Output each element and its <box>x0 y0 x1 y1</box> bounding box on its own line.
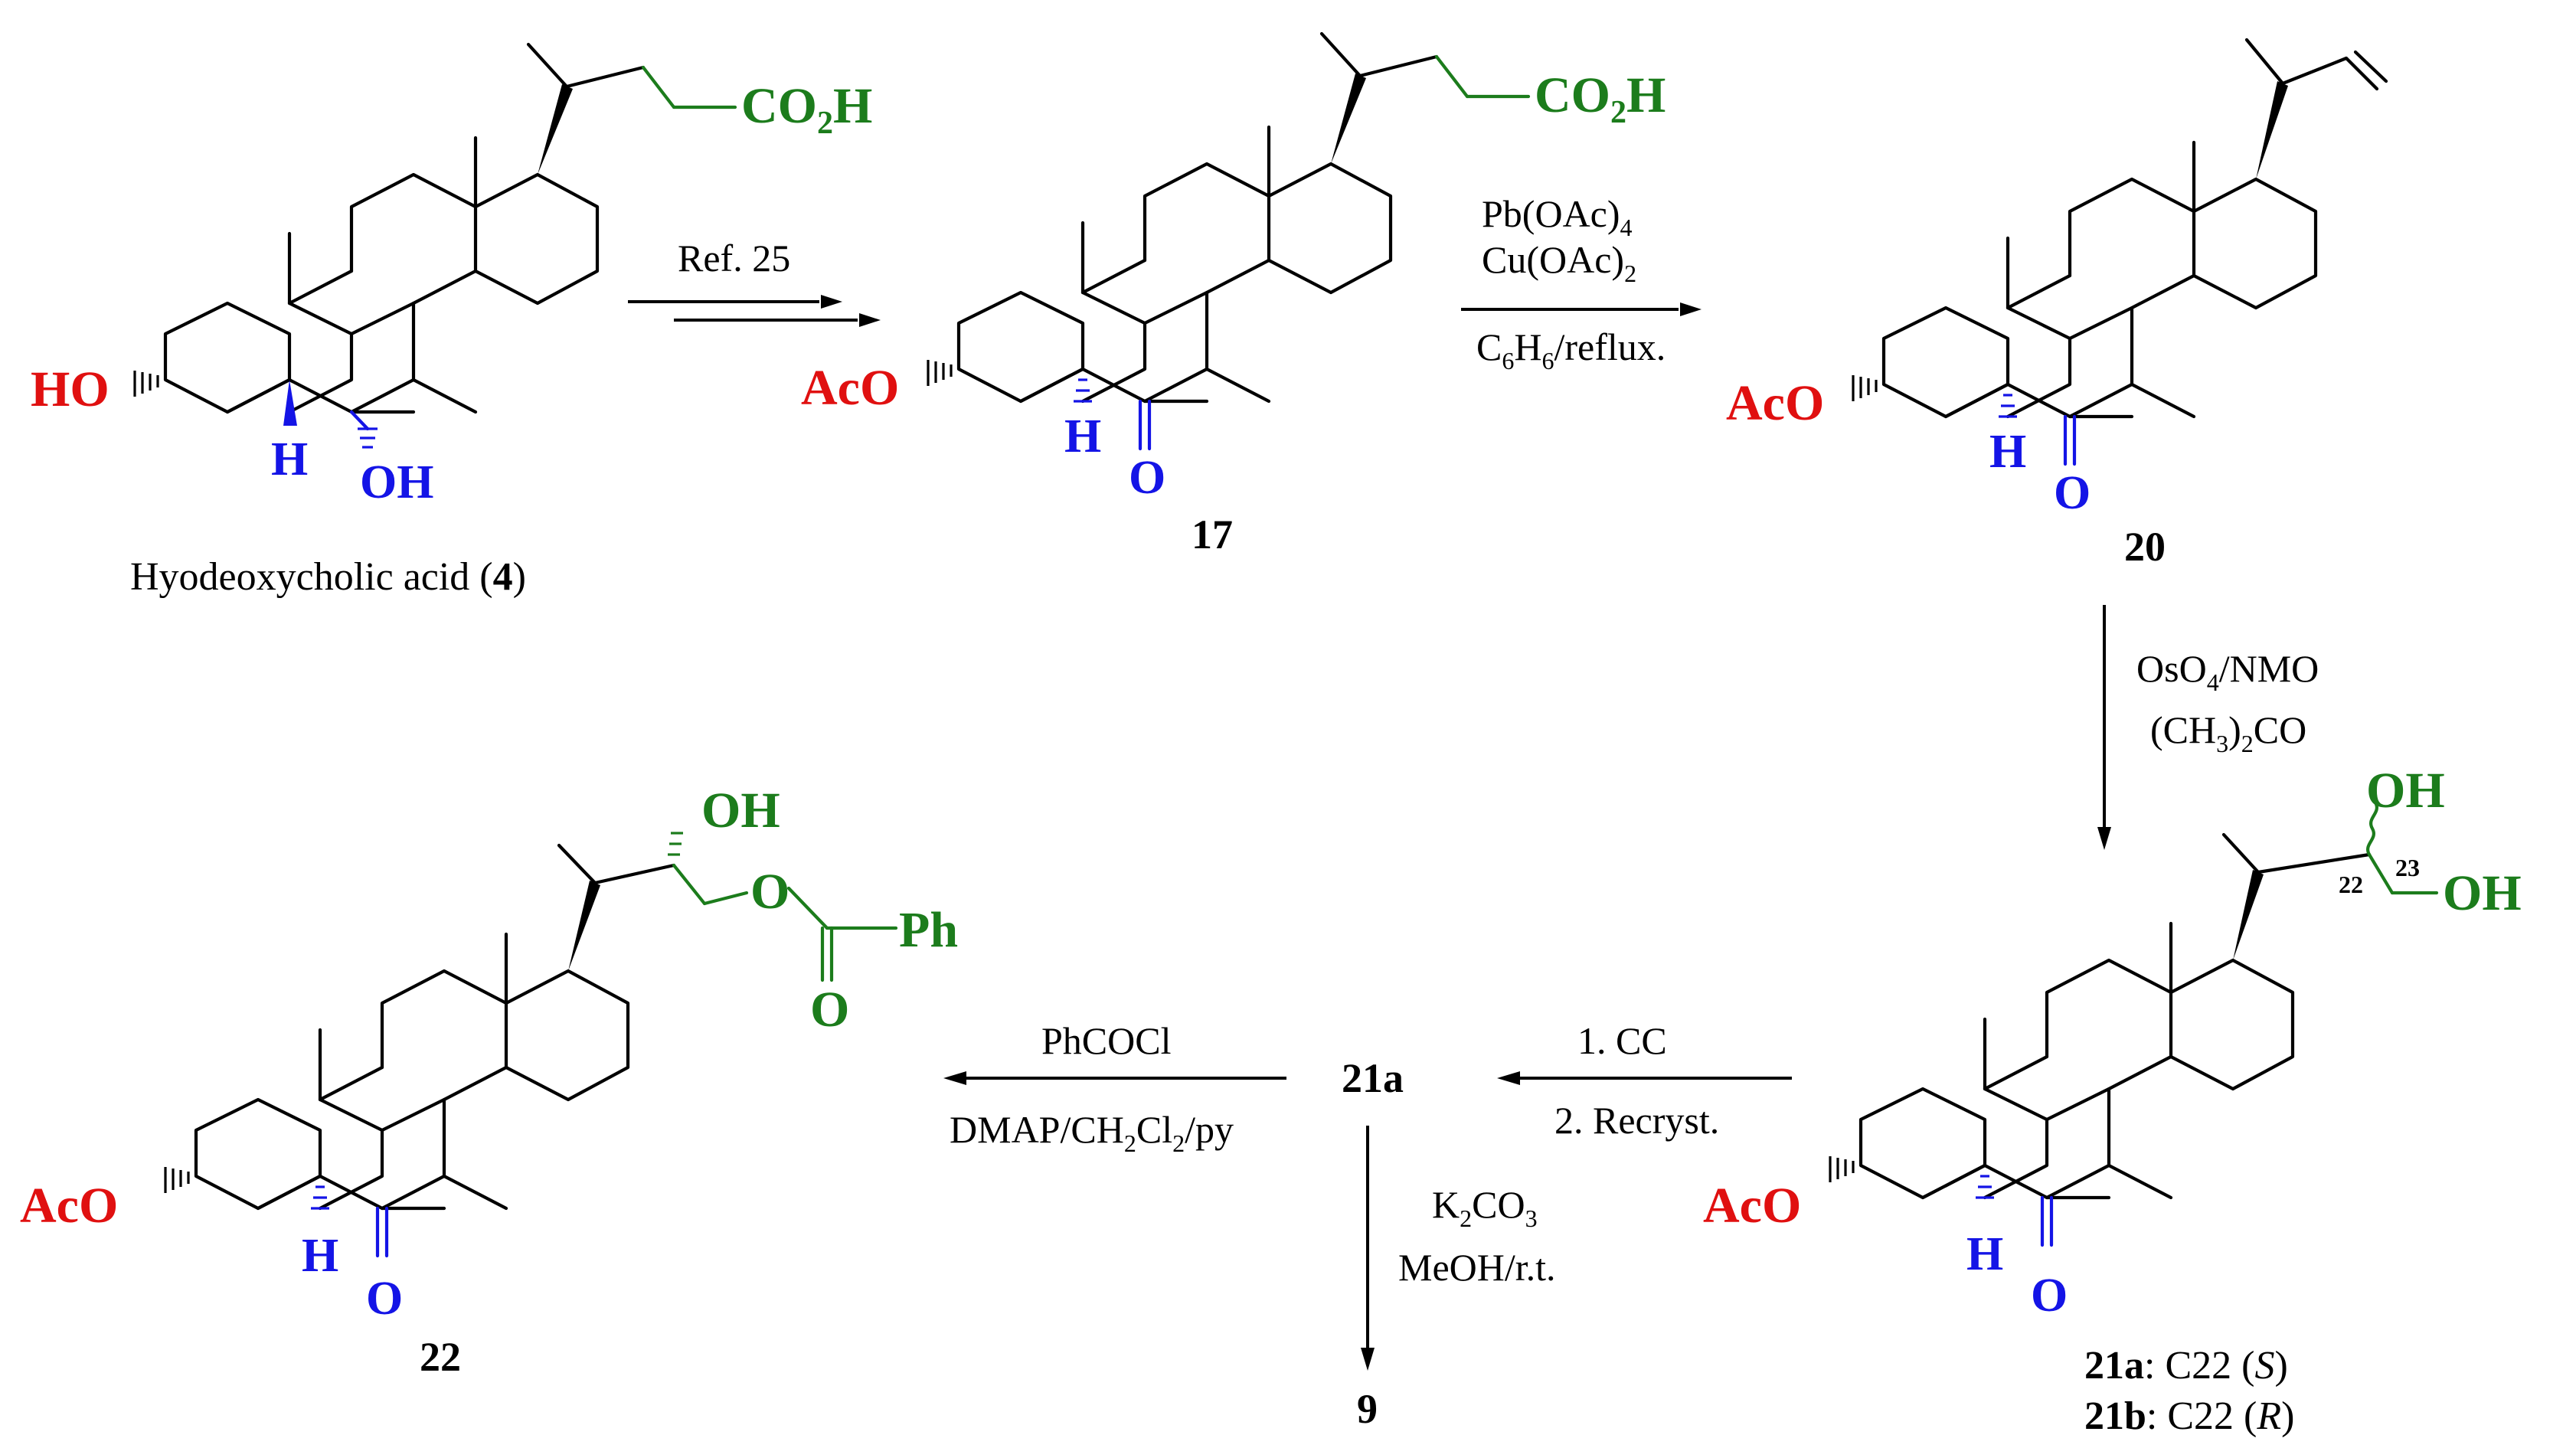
step6-line2: MeOH/r.t. <box>1398 1246 1556 1289</box>
compound-22: AcO H O OH O Ph O 22 <box>20 783 958 1380</box>
c20-h-label: H <box>1989 426 2026 478</box>
c21a-mid-number: 21a <box>1342 1055 1404 1101</box>
step1-label: Ref. 25 <box>678 237 790 279</box>
c9-number: 9 <box>1357 1386 1378 1432</box>
step4-line2: 2. Recryst. <box>1554 1099 1719 1142</box>
c21a-legend: 21a: C22 (S) <box>2084 1344 2288 1388</box>
c21-h-label: H <box>1966 1228 2003 1280</box>
hdca-caption: Hyodeoxycholic acid (4) <box>130 555 526 599</box>
reaction-arrow-step6: K2CO3 MeOH/r.t. <box>1361 1126 1556 1371</box>
c22-h-label: H <box>302 1230 338 1282</box>
hdca-ho-label: HO <box>31 361 110 417</box>
c21b-legend: 21b: C22 (R) <box>2084 1394 2294 1438</box>
c21-oh-right-label: OH <box>2443 865 2522 921</box>
c21-pos23: 23 <box>2395 854 2420 881</box>
step5-line1: PhCOCl <box>1041 1019 1172 1062</box>
c22-carbonyl-o-label: O <box>810 982 849 1038</box>
hdca-h-label: H <box>271 433 308 485</box>
c17-h-label: H <box>1064 410 1101 463</box>
c22-oh-label: OH <box>701 783 780 838</box>
c20-aco-label: AcO <box>1726 375 1824 431</box>
step3-line1: OsO4/NMO <box>2136 647 2319 696</box>
reaction-arrow-step4: 1. CC 2. Recryst. <box>1497 1019 1792 1142</box>
reaction-arrow-step2: Pb(OAc)4 Cu(OAc)2 C6H6/reflux. <box>1461 192 1702 374</box>
compound-21: AcO H O OH OH 22 23 <box>1703 763 2522 1322</box>
compound-20: AcO H O 20 <box>1726 38 2388 570</box>
c21-oh-top-label: OH <box>2366 763 2445 819</box>
c21-o-label: O <box>2031 1270 2068 1322</box>
reaction-arrow-step1: Ref. 25 <box>628 237 881 327</box>
step4-line1: 1. CC <box>1577 1019 1667 1062</box>
c21-pos22: 22 <box>2339 871 2363 898</box>
c17-number: 17 <box>1192 512 1233 557</box>
compound-17: AcO H O CO2H 17 <box>801 31 1666 557</box>
c20-number: 20 <box>2124 524 2166 570</box>
step2-line3: C6H6/reflux. <box>1476 325 1666 374</box>
step5-line2: DMAP/CH2Cl2/py <box>950 1108 1234 1157</box>
step3-line2: (CH3)2CO <box>2150 708 2306 757</box>
c22-ph-label: Ph <box>899 902 958 958</box>
reaction-arrow-step5: PhCOCl DMAP/CH2Cl2/py <box>943 1019 1286 1157</box>
step2-line2: Cu(OAc)2 <box>1482 238 1636 287</box>
c20-o-label: O <box>2054 467 2091 519</box>
hdca-carboxyl-label: CO2H <box>741 78 872 141</box>
c21-aco-label: AcO <box>1703 1178 1801 1234</box>
c22-number: 22 <box>420 1334 461 1380</box>
c22-ester-o-label: O <box>750 864 789 920</box>
c17-o-label: O <box>1129 452 1165 504</box>
step6-line1: K2CO3 <box>1432 1183 1538 1232</box>
reaction-arrow-step3: OsO4/NMO (CH3)2CO <box>2097 605 2319 850</box>
c17-aco-label: AcO <box>801 360 899 416</box>
compound-hyodeoxycholic-acid: HO H OH CO2H Hyodeoxycholic acid (4) <box>31 42 872 599</box>
c17-carboxyl-label: CO2H <box>1535 67 1666 130</box>
step2-line1: Pb(OAc)4 <box>1482 192 1633 241</box>
hdca-oh-label: OH <box>360 456 433 508</box>
c22-o-label: O <box>366 1273 403 1325</box>
c22-aco-label: AcO <box>20 1178 118 1234</box>
